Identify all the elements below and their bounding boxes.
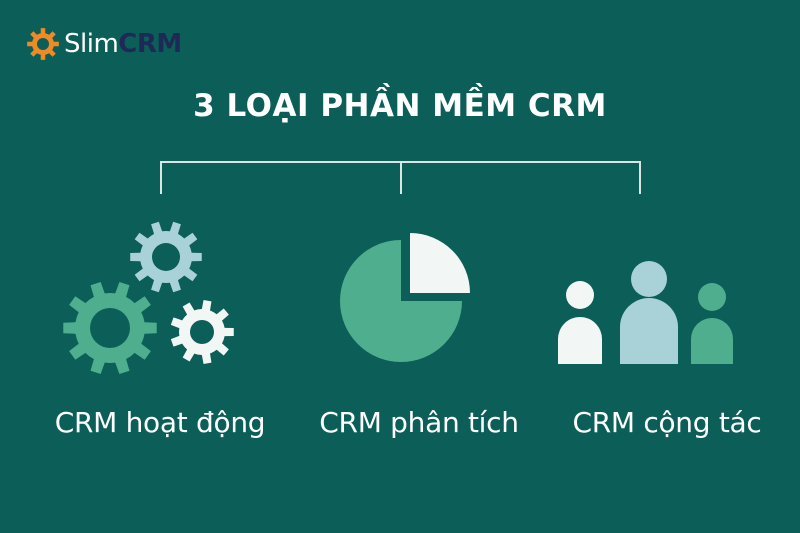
logo-crm: CRM — [118, 29, 182, 59]
pie-slice-small — [410, 233, 470, 293]
logo-slim: Slim — [64, 29, 119, 59]
person-left-body — [558, 317, 602, 364]
page-title: 3 LOẠI PHẦN MỀM CRM — [193, 88, 607, 124]
logo-gear — [27, 28, 59, 60]
people-icon — [558, 261, 733, 364]
gear-large-green — [63, 281, 157, 375]
pie-slice-large — [340, 240, 462, 362]
category-label-analytical: CRM phân tích — [319, 406, 519, 439]
category-label-collaborative: CRM cộng tác — [572, 406, 762, 439]
gear-small-white — [170, 300, 234, 364]
person-right-head — [698, 283, 726, 311]
person-right-body — [691, 318, 733, 364]
gear-top-light-blue — [130, 221, 202, 293]
gear-icon — [27, 28, 59, 60]
person-left-head — [566, 281, 594, 309]
logo: SlimCRM — [26, 27, 182, 61]
logo-text: SlimCRM — [64, 31, 182, 57]
person-center-body — [620, 298, 678, 364]
category-label-operational: CRM hoạt động — [54, 406, 266, 439]
gears-icon — [63, 221, 234, 375]
pie-chart-icon — [340, 233, 470, 362]
person-center-head — [631, 261, 667, 297]
